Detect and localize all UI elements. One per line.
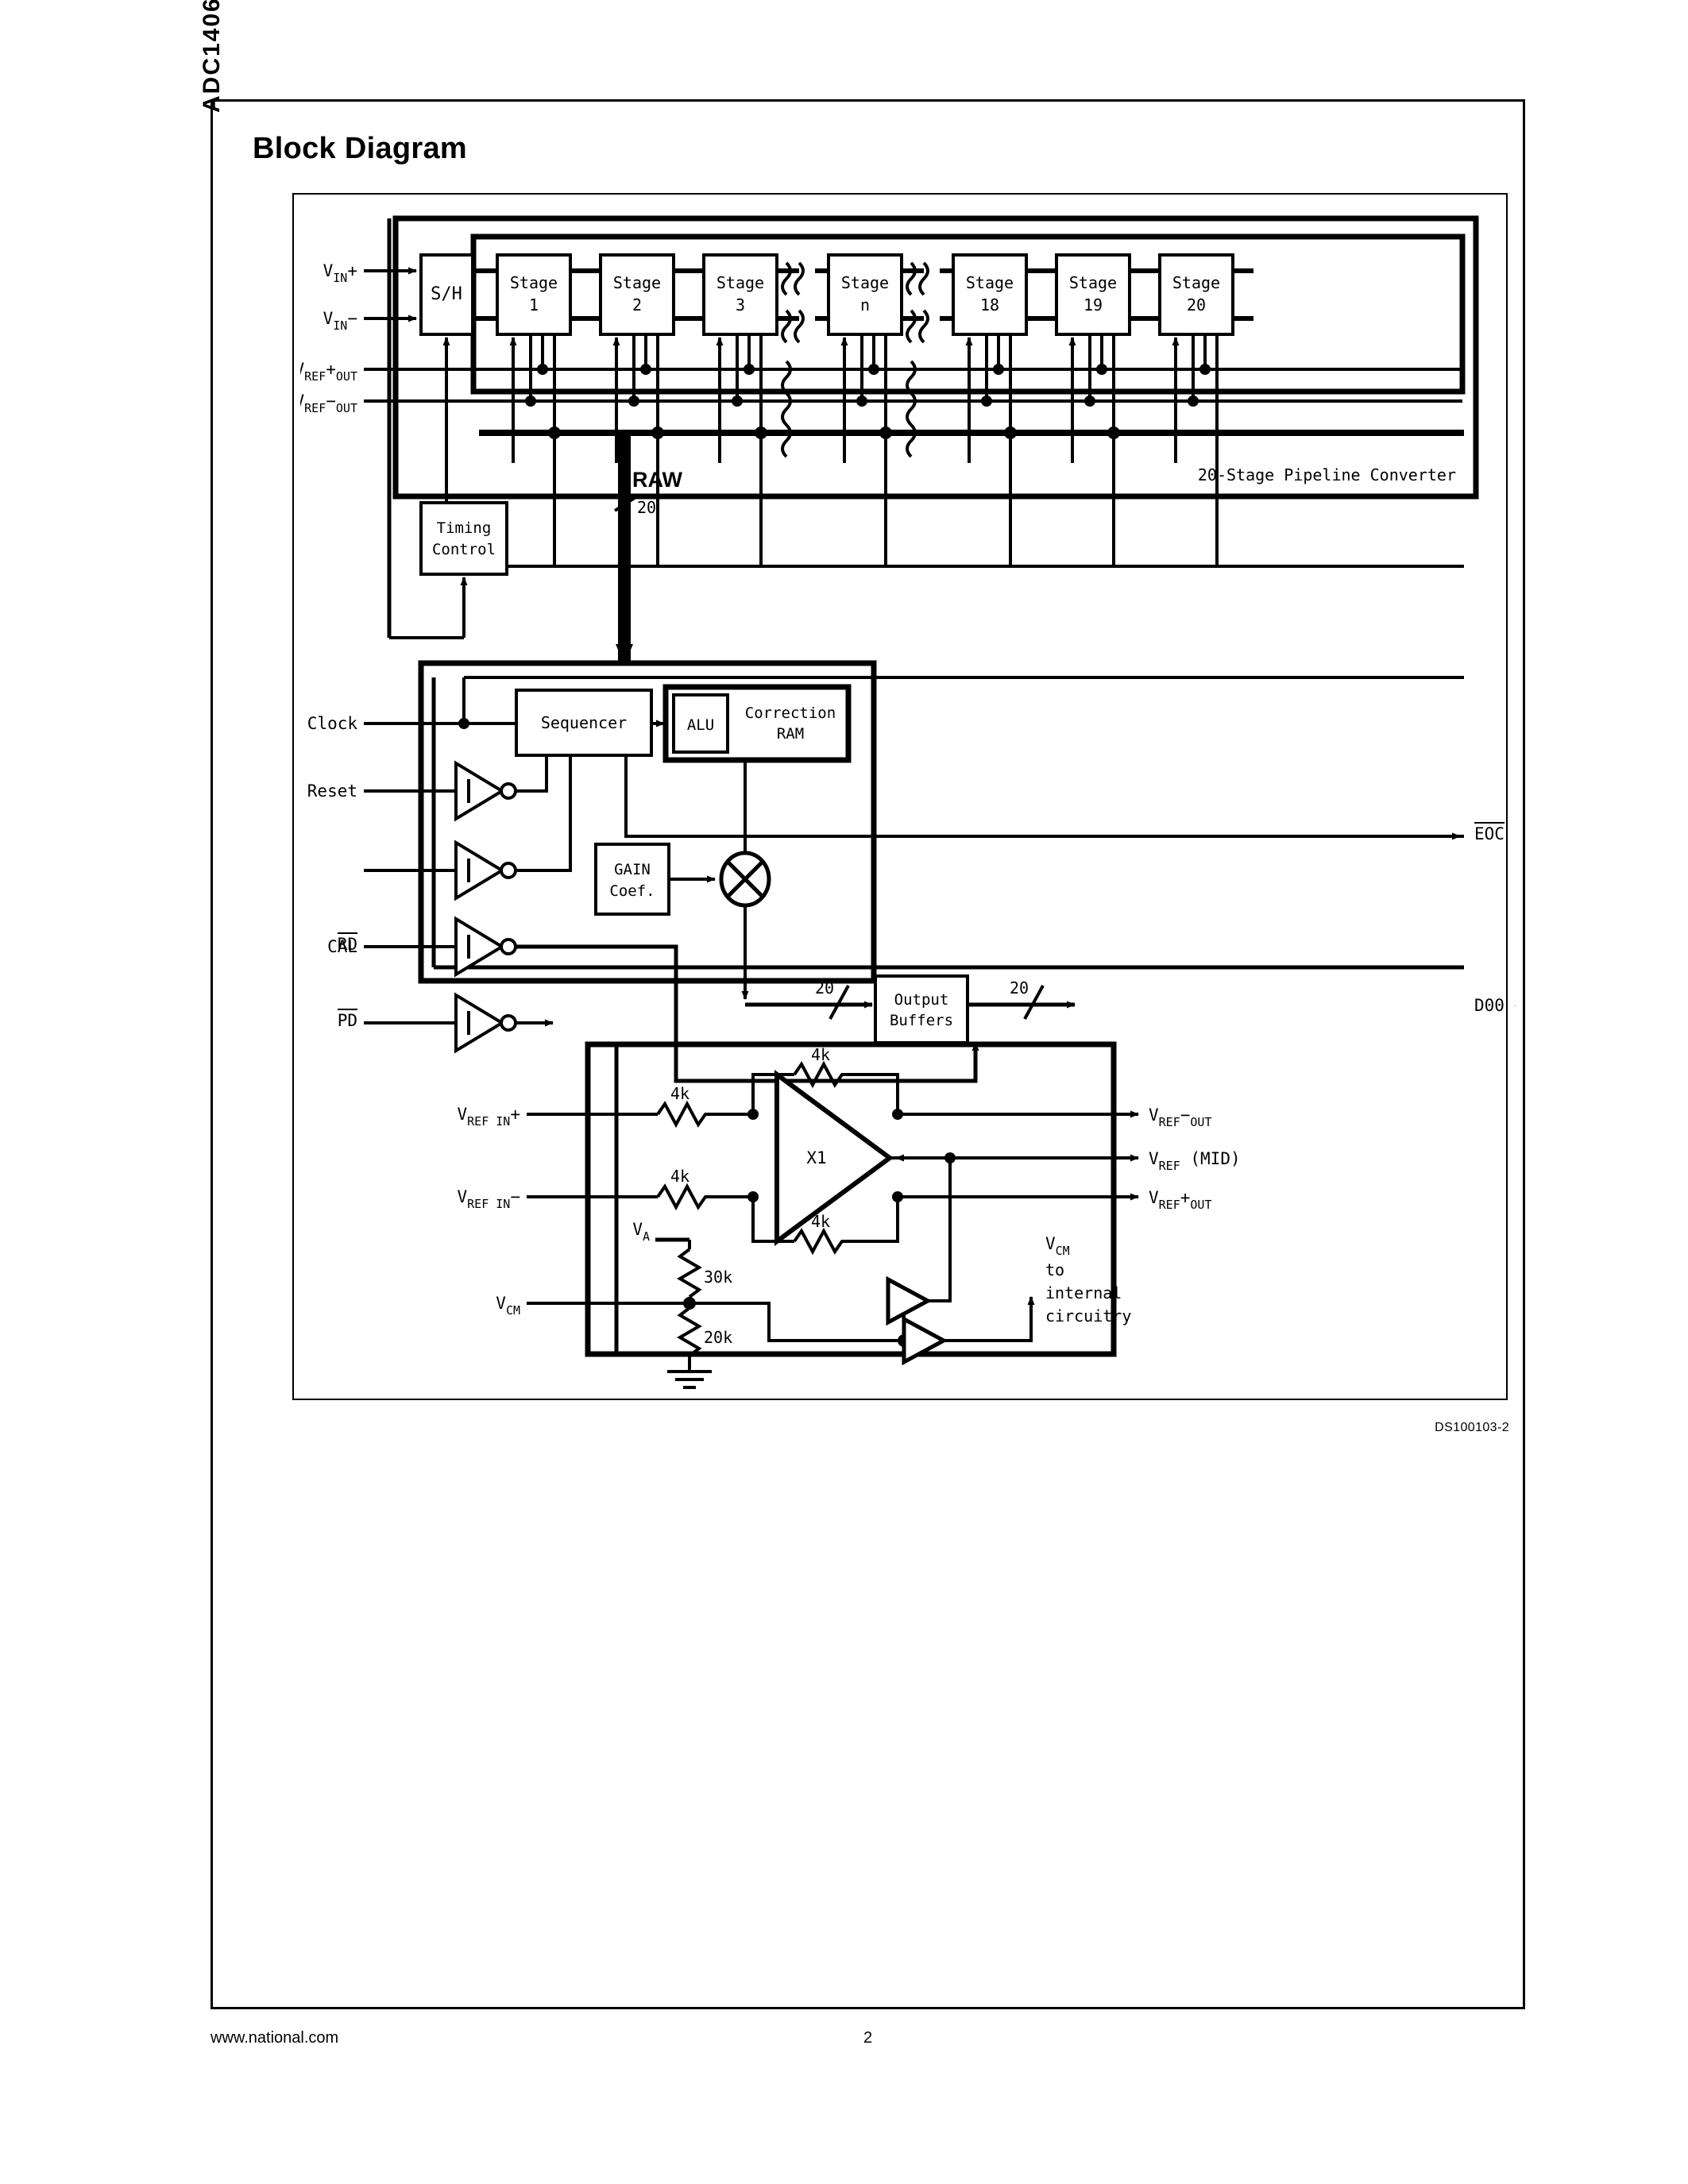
stage-number: n: [860, 295, 870, 314]
sequencer-label: Sequencer: [541, 713, 627, 732]
resistor-feedback-top: [793, 1060, 856, 1089]
document-id: DS100103-2: [1435, 1421, 1509, 1434]
stage-number: 1: [529, 295, 539, 314]
cal-input-label: CAL: [327, 937, 357, 956]
resistor-value-in-minus: 4k: [670, 1167, 689, 1186]
reference-amplifier-group: 4k 4k X1 4k: [527, 1041, 1139, 1389]
clock-input-label: Clock: [307, 714, 358, 733]
ground-symbol: [667, 1370, 712, 1389]
resistor-divider-bottom: [677, 1306, 702, 1357]
gain-coef-label-line1: GAIN: [614, 861, 651, 878]
page-title: Block Diagram: [253, 132, 467, 165]
stage-label: Stage: [841, 273, 889, 292]
output-buffers-label-line2: Buffers: [890, 1012, 953, 1029]
vcm-internal-line2: to: [1045, 1260, 1064, 1279]
vcm-internal-line4: circuitry: [1045, 1306, 1131, 1325]
stage-label: Stage: [1172, 273, 1220, 292]
block-diagram-svg: S/H Stage 1 Stage 2: [300, 215, 1516, 1389]
resistor-value-fb-bottom: 4k: [811, 1212, 830, 1231]
mult-bus-width: 20: [815, 978, 834, 997]
stage-label: Stage: [510, 273, 558, 292]
amplifier-gain-label: X1: [806, 1148, 826, 1167]
sample-hold-label: S/H: [431, 284, 462, 304]
reset-input-label: Reset: [307, 781, 357, 801]
part-number-side-label: ADC14061: [199, 0, 225, 113]
stage-number: 3: [736, 295, 745, 314]
block-diagram-figure: S/H Stage 1 Stage 2: [292, 193, 1516, 1434]
footer-page-number: 2: [863, 2029, 873, 2047]
resistor-divider-top: [677, 1248, 702, 1298]
timing-control-label-line1: Timing: [437, 519, 492, 537]
break-mark: [781, 261, 929, 458]
svg-text:VREF (MID): VREF (MID): [1149, 1149, 1241, 1173]
pipeline-caption: 20-Stage Pipeline Converter: [1198, 465, 1456, 484]
stage-label: Stage: [966, 273, 1014, 292]
output-buffers-label-line1: Output: [894, 991, 949, 1009]
vcm-internal-line3: internal: [1045, 1283, 1122, 1302]
resistor-in-plus: [656, 1100, 720, 1129]
stage-label: Stage: [1069, 273, 1117, 292]
digital-input-labels: Clock Reset CAL: [307, 714, 358, 956]
data-out-label: D00 − D13: [1474, 996, 1516, 1015]
stage-number: 20: [1187, 295, 1206, 314]
resistor-feedback-bottom: [793, 1227, 856, 1256]
resistor-in-minus: [656, 1183, 720, 1211]
stage-number: 18: [980, 295, 999, 314]
stage-number: 2: [632, 295, 642, 314]
resistor-value-in-plus: 4k: [670, 1084, 689, 1103]
stage-label: Stage: [613, 273, 661, 292]
reference-labels: VREF IN+ VREF IN− VA VCM VREF−OUT VREF (…: [458, 1105, 1241, 1325]
page-frame: ADC14061 Block Diagram: [199, 0, 1525, 2009]
stage-number: 19: [1083, 295, 1103, 314]
data-bus-width: 20: [1010, 978, 1029, 997]
raw-bus-label: RAW: [632, 468, 683, 492]
digital-correction-group: Sequencer ALU Correction RAM: [364, 660, 1464, 1083]
svg-text:VREF+OUT: VREF+OUT: [1149, 1188, 1212, 1212]
timing-control-label-line2: Control: [432, 541, 496, 558]
pipeline-converter-group: S/H Stage 1 Stage 2: [364, 215, 1479, 665]
stage-label: Stage: [717, 273, 764, 292]
footer-url[interactable]: www.national.com: [211, 2029, 339, 2047]
alu-label: ALU: [687, 716, 714, 734]
correction-ram-label-line2: RAM: [777, 725, 804, 743]
correction-ram-label-line1: Correction: [745, 704, 836, 722]
resistor-value-div-bottom: 20k: [704, 1328, 732, 1347]
gain-coef-label-line2: Coef.: [609, 882, 655, 900]
raw-bus-width: 20: [637, 498, 656, 517]
digital-output-labels: D00 − D13: [1474, 996, 1516, 1015]
figure-border: [292, 193, 1508, 1400]
resistor-value-fb-top: 4k: [811, 1045, 830, 1064]
multiplier-symbol: [719, 851, 771, 908]
resistor-value-div-top: 30k: [704, 1268, 732, 1287]
